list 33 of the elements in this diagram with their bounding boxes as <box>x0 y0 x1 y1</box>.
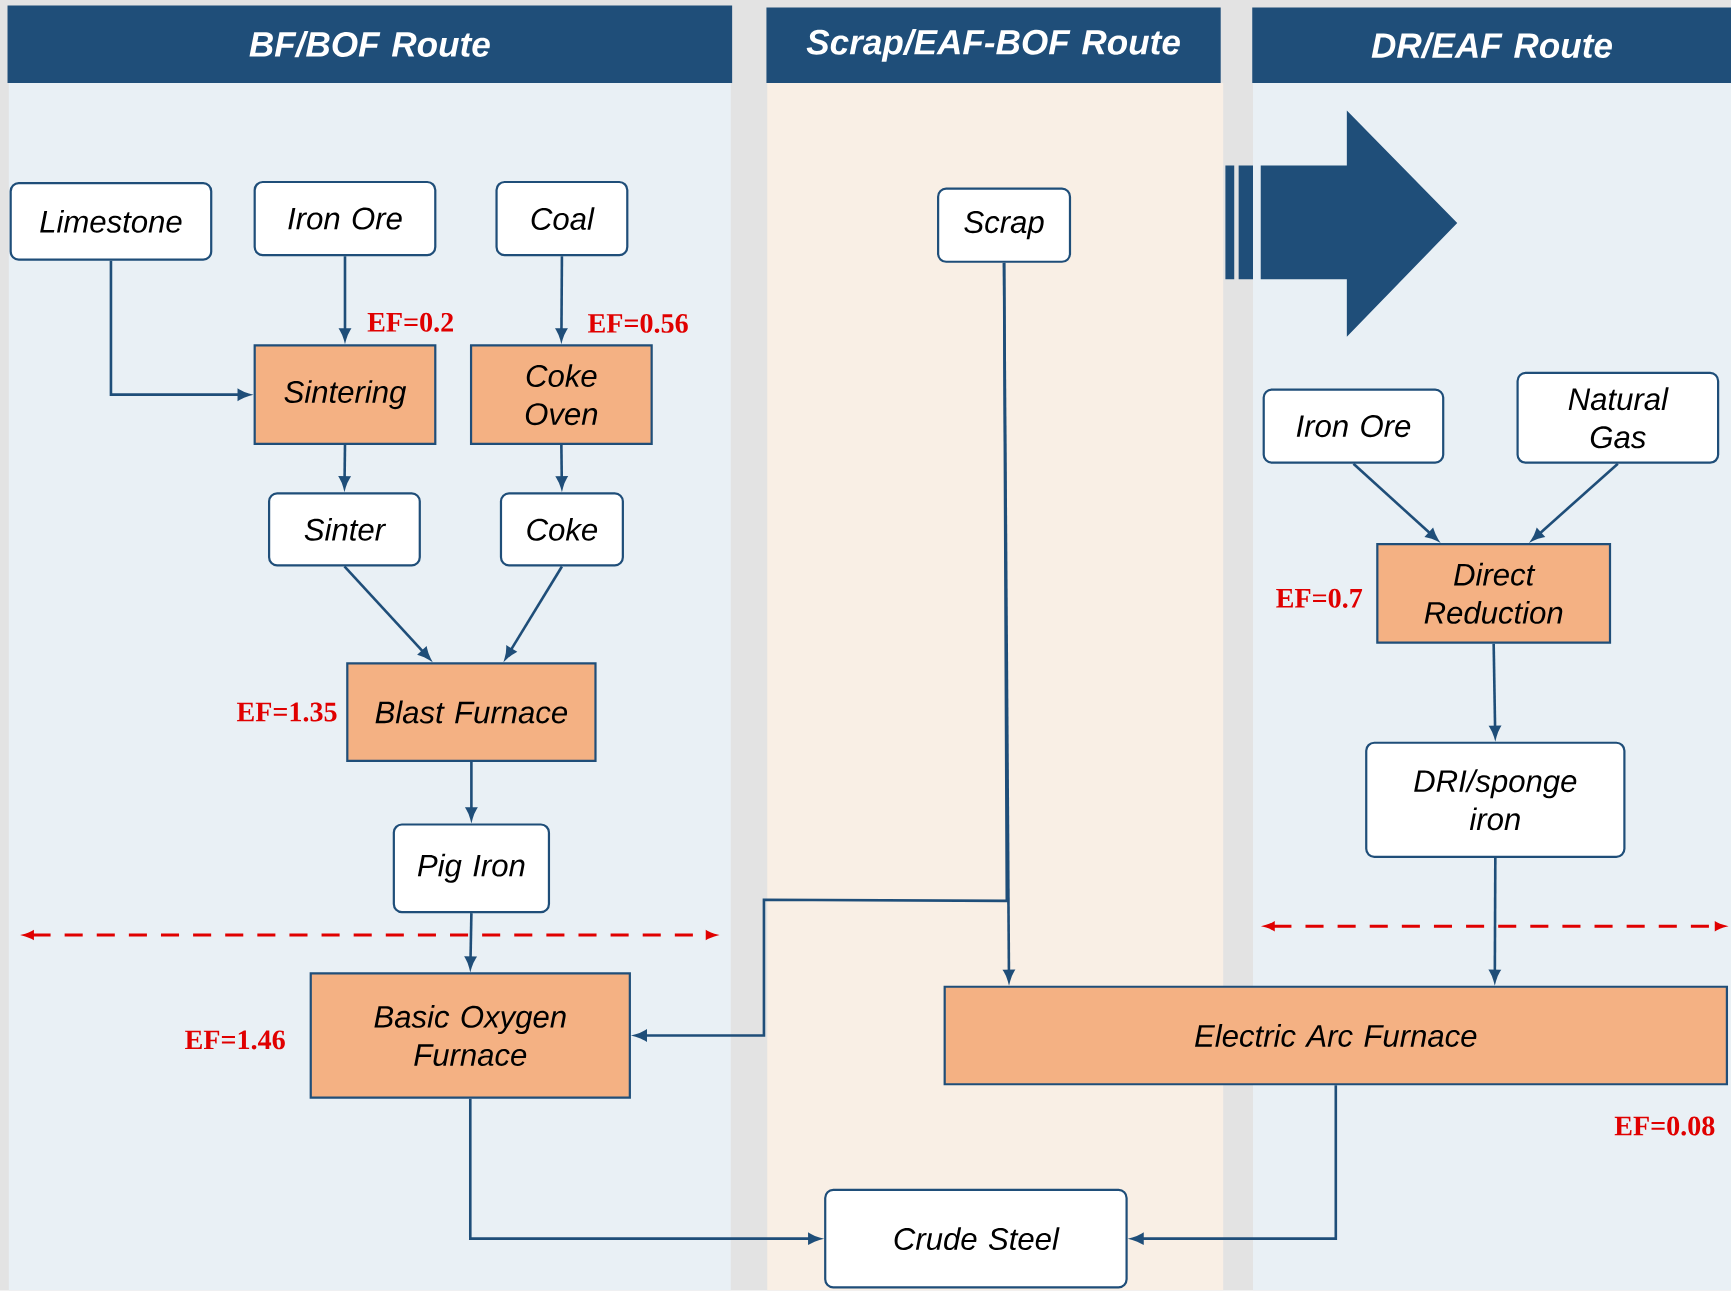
ef-label: EF=0.2 <box>367 313 453 333</box>
material-box: DRI/sponge iron <box>1365 741 1626 859</box>
arrow <box>504 566 564 660</box>
arrow <box>1352 463 1439 542</box>
material-box: Coal <box>495 181 629 257</box>
material-box: Pig Iron <box>392 823 551 914</box>
material-box: Coke <box>499 492 624 567</box>
material-box: Iron Ore <box>1262 388 1445 465</box>
material-box: Sinter <box>268 492 421 567</box>
arrow <box>1489 644 1501 739</box>
arrow <box>1489 858 1501 983</box>
route-header: BF/BOF Route <box>7 5 733 84</box>
material-box: Crude Steel <box>824 1189 1128 1289</box>
process-box: Blast Furnace <box>346 662 597 763</box>
ef-label: EF=1.35 <box>236 702 337 722</box>
arrow <box>339 256 351 341</box>
arrow <box>343 565 431 661</box>
material-box: Scrap <box>937 187 1072 264</box>
route-header: Scrap/EAF-BOF Route <box>766 7 1221 84</box>
process-box: Basic Oxygen Furnace <box>309 972 631 1099</box>
arrow <box>1531 463 1619 542</box>
material-box: Iron Ore <box>253 181 437 257</box>
arrow <box>556 445 568 489</box>
ef-label: EF=0.7 <box>1276 589 1363 609</box>
process-box: Electric Arc Furnace <box>943 985 1728 1086</box>
route-header: DR/EAF Route <box>1252 7 1731 84</box>
ef-label: EF=1.46 <box>185 1030 285 1050</box>
process-box: Direct Reduction <box>1376 543 1612 645</box>
material-box: Natural Gas <box>1516 372 1720 465</box>
process-box: Sintering <box>253 344 437 446</box>
material-box: Limestone <box>9 182 213 261</box>
process-box: Coke Oven <box>469 344 653 446</box>
ef-label: EF=0.08 <box>1614 1116 1715 1136</box>
